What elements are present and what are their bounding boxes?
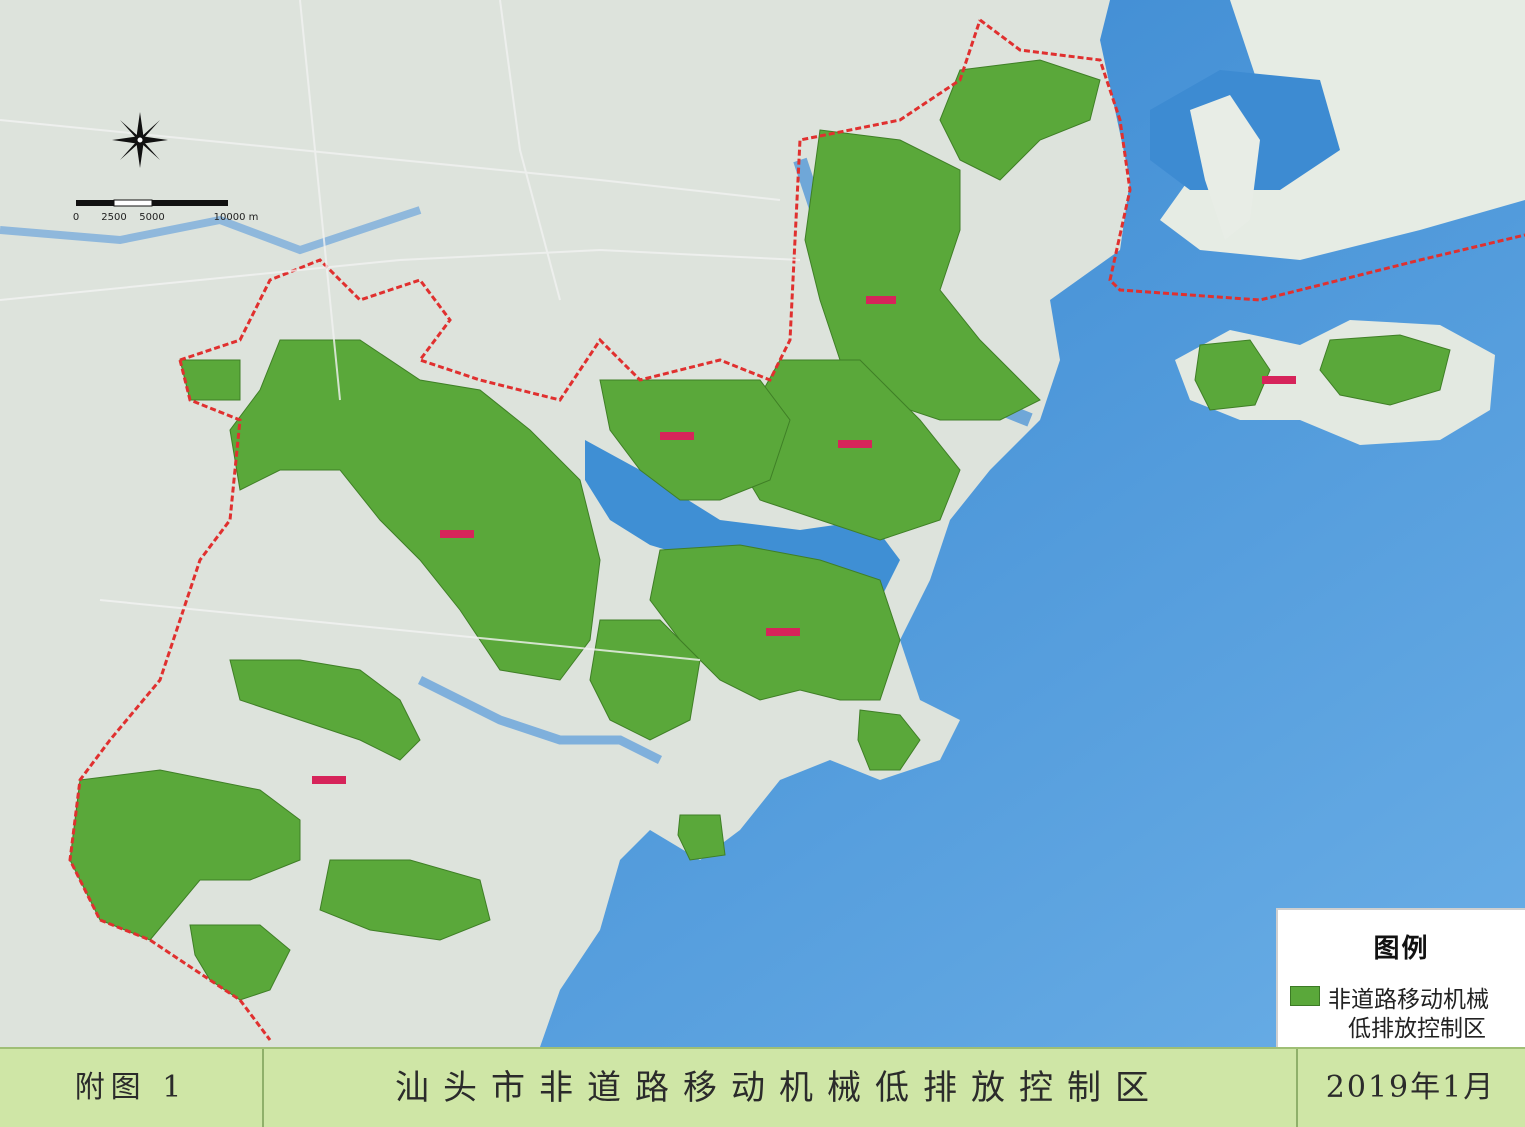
river-west — [0, 206, 422, 255]
compass-arm-se — [141, 141, 160, 160]
footer-divider-left — [262, 1049, 264, 1127]
scale-bar-seg-1 — [76, 200, 114, 206]
compass-arm-nw — [120, 120, 139, 139]
district-labels — [312, 296, 1296, 784]
road-2 — [299, 0, 341, 401]
legend-title: 图例 — [1373, 934, 1430, 964]
zone-west-large — [229, 339, 601, 681]
district-label-chaonan — [312, 776, 346, 784]
scale-tick-10000: 10000 m — [214, 212, 259, 223]
zone-nanao-east — [1319, 334, 1451, 406]
scale-bar: 0 2500 5000 10000 m — [73, 199, 259, 223]
low-emission-zones — [69, 59, 1451, 1001]
zone-coast-a — [857, 709, 921, 771]
compass-arm-ne — [141, 120, 160, 139]
figure-number: 附图 1 — [74, 1070, 188, 1105]
district-label-longhu — [838, 440, 872, 448]
compass-arm-e — [140, 136, 168, 144]
river-south — [417, 675, 663, 765]
map-date: 2019年1月 — [1325, 1070, 1496, 1105]
zone-northeast — [939, 59, 1101, 181]
legend-label-line1: 非道路移动机械 — [1328, 987, 1489, 1013]
footer-band: 附图 1 汕头市非道路移动机械低排放控制区 2019年1月 — [0, 1047, 1525, 1127]
district-label-chenghai — [660, 432, 694, 440]
zone-central-south — [589, 619, 701, 741]
northeast-island — [1190, 95, 1260, 240]
district-label-chaoyang — [440, 530, 474, 538]
district-label-north — [866, 296, 896, 304]
legend-box: 图例 非道路移动机械 低排放控制区 — [1276, 908, 1525, 1047]
scale-tick-2500: 2500 — [101, 212, 126, 223]
scale-tick-5000: 5000 — [139, 212, 164, 223]
zone-south-b — [319, 859, 491, 941]
road-1 — [0, 248, 801, 301]
zone-nanao-west — [1194, 339, 1271, 411]
road-network — [0, 0, 801, 661]
zone-west-strip — [179, 359, 241, 401]
compass-arm-sw — [120, 141, 139, 160]
district-label-haojiang — [766, 628, 800, 636]
compass-rose-icon — [112, 112, 168, 168]
footer-divider-right — [1296, 1049, 1298, 1127]
compass-arm-n — [136, 112, 144, 140]
zone-south-c — [189, 924, 291, 1001]
district-label-nanao — [1262, 376, 1296, 384]
legend-swatch — [1290, 986, 1320, 1006]
map-canvas: 0 2500 5000 10000 m — [0, 0, 1525, 1047]
road-4 — [99, 599, 701, 661]
zone-chaoyang-north — [599, 379, 791, 501]
zone-southwest-a — [229, 659, 421, 761]
compass-arm-s — [136, 140, 144, 168]
scale-tick-0: 0 — [73, 212, 79, 223]
zone-north-delta — [804, 129, 1041, 421]
map-title: 汕头市非道路移动机械低排放控制区 — [395, 1068, 1163, 1108]
scale-bar-seg-3 — [152, 200, 228, 206]
road-3 — [499, 0, 561, 301]
compass-center — [136, 136, 144, 144]
legend-label-line2: 低排放控制区 — [1348, 1016, 1486, 1042]
scale-bar-seg-2 — [113, 199, 153, 207]
zone-coast-b — [677, 814, 726, 861]
compass-arm-w — [112, 136, 140, 144]
